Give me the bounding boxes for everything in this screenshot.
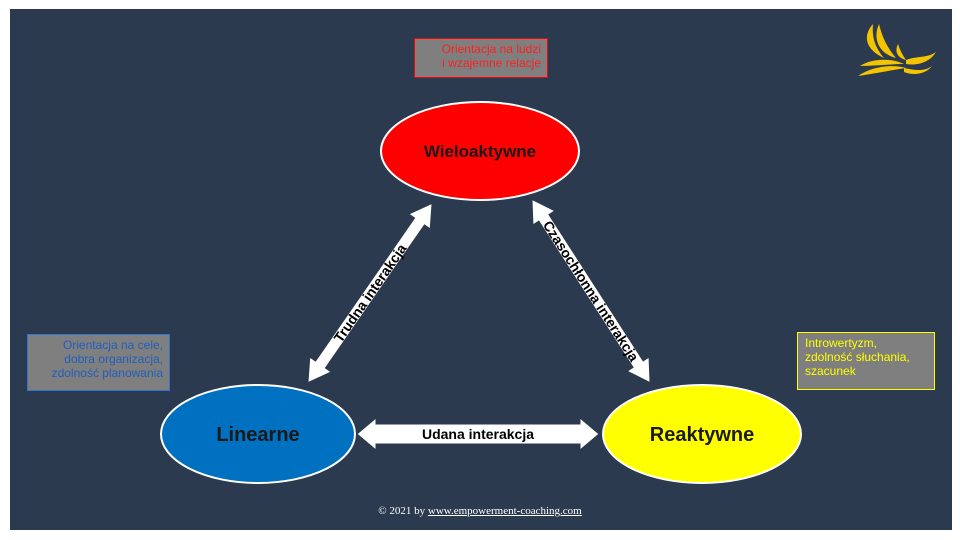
- note-goals-line-3: zdolność planowania: [51, 366, 163, 380]
- arrow-label-time-consuming: Czasochłonna interakcja: [540, 218, 642, 365]
- arrow-label-successful: Udana interakcja: [422, 426, 534, 442]
- arrow-linear-reactive: Udana interakcja: [356, 416, 600, 452]
- node-label-multi-active: Wieloaktywne: [424, 142, 536, 161]
- note-goals-line-1: Orientacja na cele,: [62, 338, 163, 352]
- node-linear: Linearne: [160, 384, 356, 484]
- node-multi-active: Wieloaktywne: [380, 101, 580, 201]
- note-intro-line-3: szacunek: [805, 364, 856, 378]
- arrow-multi-reactive: Czasochłonna interakcja: [531, 198, 651, 384]
- note-intro-line-2: zdolność słuchania,: [805, 350, 910, 364]
- node-label-linear: Linearne: [216, 424, 299, 446]
- note-goal-orientation: Orientacja na cele, dobra organizacja, z…: [27, 334, 170, 391]
- note-people-line-1: Orientacja na ludzi: [441, 42, 541, 56]
- note-intro-line-1: Introwertyzm,: [805, 336, 878, 350]
- arrow-label-difficult: Trudna interakcja: [330, 241, 409, 346]
- copyright-text: © 2021 by: [378, 505, 428, 517]
- copyright-footer: © 2021 by www.empowerment-coaching.com: [0, 505, 960, 517]
- bird-logo-icon: [858, 24, 936, 76]
- website-link[interactable]: www.empowerment-coaching.com: [427, 505, 582, 517]
- note-people-line-2: i wzajemne relacje: [442, 56, 541, 70]
- node-label-reactive: Reaktywne: [650, 424, 755, 446]
- note-people-orientation: Orientacja na ludzi i wzajemne relacje: [414, 38, 548, 78]
- arrow-linear-multi: Trudna interakcja: [307, 202, 433, 384]
- note-goals-line-2: dobra organizacja,: [64, 352, 163, 366]
- note-introversion: Introwertyzm, zdolność słuchania, szacun…: [797, 332, 935, 390]
- node-reactive: Reaktywne: [602, 384, 802, 484]
